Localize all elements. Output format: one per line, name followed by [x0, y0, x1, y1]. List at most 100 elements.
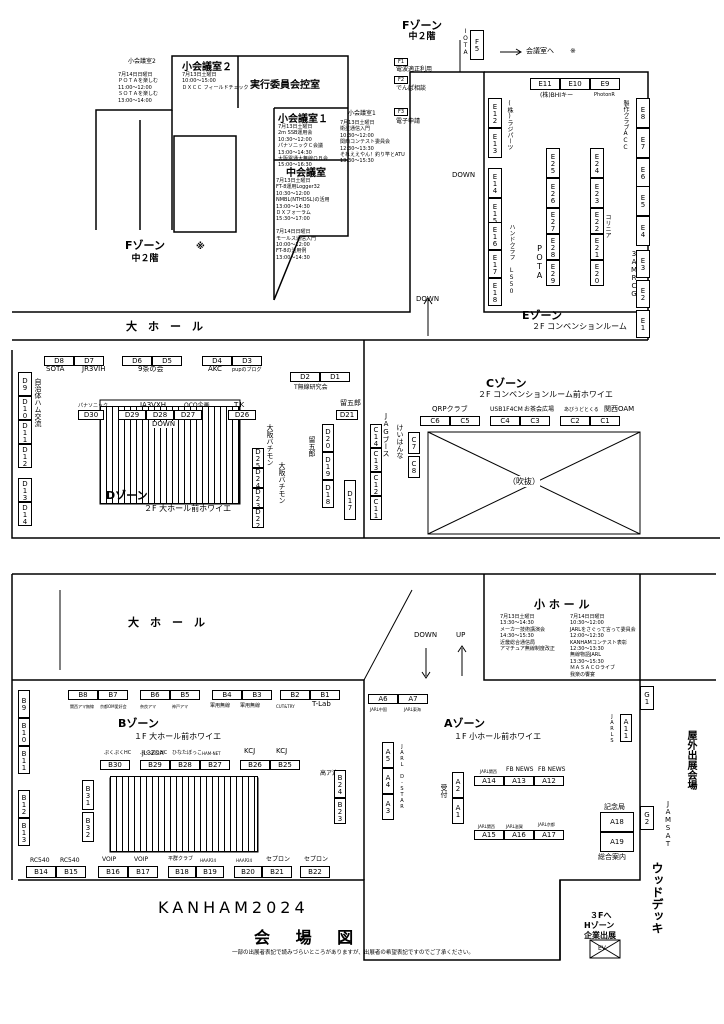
booth-c1[interactable]: C1	[590, 416, 620, 426]
booth-a5[interactable]: A5	[382, 742, 394, 768]
booth-f1[interactable]: F1	[394, 58, 408, 66]
booth-b8[interactable]: B8	[68, 690, 98, 700]
booth-b13[interactable]: B13	[18, 818, 30, 846]
booth-b12[interactable]: B12	[18, 790, 30, 818]
booth-c3[interactable]: C3	[520, 416, 550, 426]
booth-b21[interactable]: B21	[262, 866, 292, 878]
booth-b31[interactable]: B31	[82, 780, 94, 810]
booth-b14[interactable]: B14	[26, 866, 56, 878]
booth-e16[interactable]: E16	[488, 222, 502, 250]
booth-e20[interactable]: E20	[590, 260, 604, 286]
booth-a15[interactable]: A15	[474, 830, 504, 840]
booth-g1[interactable]: G1	[640, 686, 654, 710]
booth-a6[interactable]: A6	[368, 694, 398, 704]
booth-d28[interactable]: D28	[146, 410, 174, 420]
booth-a13[interactable]: A13	[504, 776, 534, 786]
booth-e2[interactable]: E2	[636, 280, 650, 308]
booth-e29[interactable]: E29	[546, 260, 560, 286]
booth-f2[interactable]: F2	[394, 76, 408, 84]
booth-d3[interactable]: D3	[232, 356, 262, 366]
booth-d22[interactable]: D22	[252, 507, 264, 529]
booth-b19[interactable]: B19	[196, 866, 224, 878]
booth-d7[interactable]: D7	[74, 356, 104, 366]
booth-a11[interactable]: A11	[620, 714, 632, 742]
booth-d30[interactable]: D30	[78, 410, 104, 420]
booth-a4[interactable]: A4	[382, 768, 394, 794]
booth-b23[interactable]: B23	[334, 798, 346, 824]
booth-e17[interactable]: E17	[488, 250, 502, 278]
booth-e15[interactable]: E15	[488, 198, 502, 228]
booth-c8[interactable]: C8	[408, 456, 420, 478]
booth-b22[interactable]: B22	[300, 866, 330, 878]
booth-e28[interactable]: E28	[546, 234, 560, 260]
booth-d1[interactable]: D1	[320, 372, 350, 382]
booth-d9[interactable]: D9	[18, 372, 32, 396]
booth-b2[interactable]: B2	[280, 690, 310, 700]
booth-b26[interactable]: B26	[240, 760, 270, 770]
booth-e13[interactable]: E13	[488, 128, 502, 158]
booth-a2[interactable]: A2	[452, 772, 464, 798]
booth-e26[interactable]: E26	[546, 178, 560, 208]
booth-b18[interactable]: B18	[168, 866, 196, 878]
booth-b7[interactable]: B7	[98, 690, 128, 700]
booth-b3[interactable]: B3	[242, 690, 272, 700]
booth-b9[interactable]: B9	[18, 690, 30, 718]
booth-a16[interactable]: A16	[504, 830, 534, 840]
booth-c5[interactable]: C5	[450, 416, 480, 426]
booth-b16[interactable]: B16	[98, 866, 128, 878]
booth-b27[interactable]: B27	[200, 760, 230, 770]
booth-e25[interactable]: E25	[546, 148, 560, 178]
booth-e22[interactable]: E22	[590, 208, 604, 234]
booth-e12[interactable]: E12	[488, 98, 502, 128]
booth-a12[interactable]: A12	[534, 776, 564, 786]
booth-e7[interactable]: E7	[636, 128, 650, 158]
booth-e18[interactable]: E18	[488, 278, 502, 306]
booth-e11[interactable]: E11	[530, 78, 560, 90]
booth-d20[interactable]: D20	[322, 424, 334, 452]
booth-d4[interactable]: D4	[202, 356, 232, 366]
booth-a7[interactable]: A7	[398, 694, 428, 704]
booth-e14[interactable]: E14	[488, 168, 502, 198]
booth-d5[interactable]: D5	[152, 356, 182, 366]
booth-b6[interactable]: B6	[140, 690, 170, 700]
booth-a3[interactable]: A3	[382, 794, 394, 820]
booth-e1[interactable]: E1	[636, 310, 650, 338]
booth-d29[interactable]: D29	[118, 410, 146, 420]
booth-c14[interactable]: C14	[370, 424, 382, 448]
booth-e27[interactable]: E27	[546, 208, 560, 234]
booth-d19[interactable]: D19	[322, 452, 334, 480]
booth-d23[interactable]: D23	[252, 487, 264, 509]
booth-d17[interactable]: D17	[344, 480, 356, 520]
booth-b24[interactable]: B24	[334, 770, 346, 798]
booth-e24[interactable]: E24	[590, 148, 604, 178]
booth-b25[interactable]: B25	[270, 760, 300, 770]
booth-b4[interactable]: B4	[212, 690, 242, 700]
booth-d10[interactable]: D10	[18, 396, 32, 420]
booth-e21[interactable]: E21	[590, 234, 604, 260]
booth-a19[interactable]: A19	[600, 832, 634, 852]
booth-g2[interactable]: G2	[640, 806, 654, 830]
booth-b10[interactable]: B10	[18, 718, 30, 746]
booth-b1[interactable]: B1	[310, 690, 340, 700]
booth-b30[interactable]: B30	[100, 760, 130, 770]
booth-b32[interactable]: B32	[82, 812, 94, 842]
booth-f5[interactable]: F5	[470, 30, 484, 60]
booth-a18[interactable]: A18	[600, 812, 634, 832]
booth-c2[interactable]: C2	[560, 416, 590, 426]
booth-b28[interactable]: B28	[170, 760, 200, 770]
booth-d14[interactable]: D14	[18, 502, 32, 526]
booth-b20[interactable]: B20	[234, 866, 262, 878]
booth-d27[interactable]: D27	[174, 410, 202, 420]
booth-c7[interactable]: C7	[408, 432, 420, 454]
booth-e8[interactable]: E8	[636, 98, 650, 128]
booth-d12[interactable]: D12	[18, 444, 32, 468]
booth-a1[interactable]: A1	[452, 798, 464, 824]
booth-d18[interactable]: D18	[322, 480, 334, 508]
booth-c6[interactable]: C6	[420, 416, 450, 426]
booth-a14[interactable]: A14	[474, 776, 504, 786]
booth-e3[interactable]: E3	[636, 250, 650, 278]
booth-d26[interactable]: D26	[228, 410, 256, 420]
booth-d6[interactable]: D6	[122, 356, 152, 366]
booth-e5[interactable]: E5	[636, 186, 650, 216]
booth-e4[interactable]: E4	[636, 216, 650, 246]
